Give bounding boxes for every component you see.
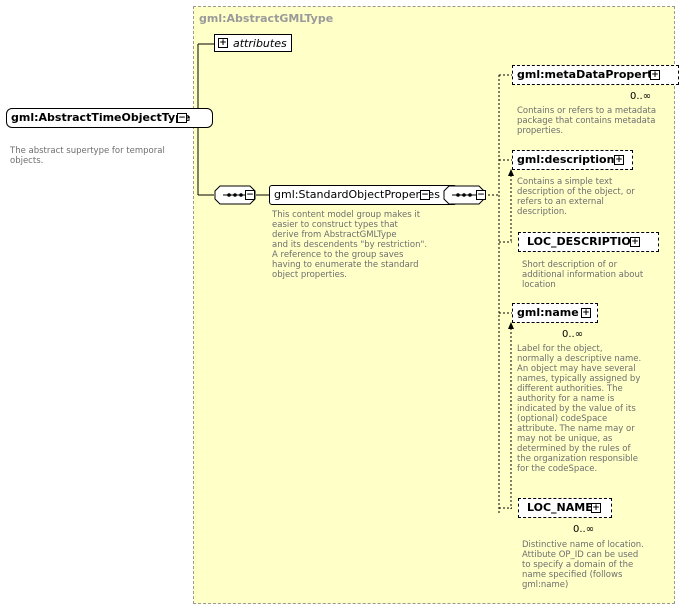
plus-box-icon[interactable]: + (630, 237, 640, 247)
element-description[interactable]: gml:description (512, 150, 634, 170)
complex-type-title: gml:AbstractGMLType (199, 12, 334, 25)
element-label: LOC_NAME (527, 501, 593, 514)
element-label: gml:metaDataProperty (517, 68, 660, 81)
element-doc: Contains a simple text description of th… (517, 177, 635, 217)
minus-box-icon[interactable]: − (177, 113, 187, 123)
element-label: gml:description (517, 153, 615, 166)
root-type-label: gml:AbstractTimeObjectType (11, 111, 191, 124)
attributes-label: attributes (233, 37, 287, 50)
sequence-compositor-icon[interactable] (443, 185, 489, 205)
group-node[interactable]: gml:StandardObjectProperties (269, 185, 457, 205)
minus-box-icon[interactable]: − (476, 190, 486, 200)
element-loc-description[interactable]: LOC_DESCRIPTION (518, 232, 659, 252)
attributes-node[interactable]: attributes (214, 34, 292, 52)
root-type-doc: The abstract supertype for temporal obje… (10, 146, 165, 166)
element-name[interactable]: gml:name (512, 303, 598, 323)
group-label: gml:StandardObjectProperties (274, 188, 440, 201)
plus-box-icon[interactable]: + (591, 503, 601, 513)
cardinality-label: 0..∞ (562, 329, 584, 340)
element-metadataproperty[interactable]: gml:metaDataProperty (512, 65, 679, 85)
group-doc: This content model group makes it easier… (272, 210, 428, 280)
minus-box-icon[interactable]: − (420, 190, 430, 200)
element-doc: Label for the object, normally a descrip… (517, 344, 642, 474)
minus-box-icon[interactable]: − (245, 190, 255, 200)
cardinality-label: 0..∞ (630, 91, 652, 102)
element-loc-name[interactable]: LOC_NAME (518, 498, 612, 518)
plus-box-icon[interactable]: + (614, 155, 624, 165)
plus-box-icon[interactable]: + (650, 70, 660, 80)
cardinality-label: 0..∞ (573, 524, 595, 535)
element-doc: Short description of or additional infor… (522, 260, 644, 290)
plus-box-icon[interactable]: + (218, 38, 228, 48)
element-doc: Contains or refers to a metadata package… (517, 106, 657, 136)
plus-box-icon[interactable]: + (581, 308, 591, 318)
root-type-node[interactable]: gml:AbstractTimeObjectType (6, 108, 214, 128)
element-label: gml:name (517, 306, 579, 319)
element-doc: Distinctive name of location. Attibute O… (522, 540, 644, 590)
element-label: LOC_DESCRIPTION (527, 235, 640, 248)
